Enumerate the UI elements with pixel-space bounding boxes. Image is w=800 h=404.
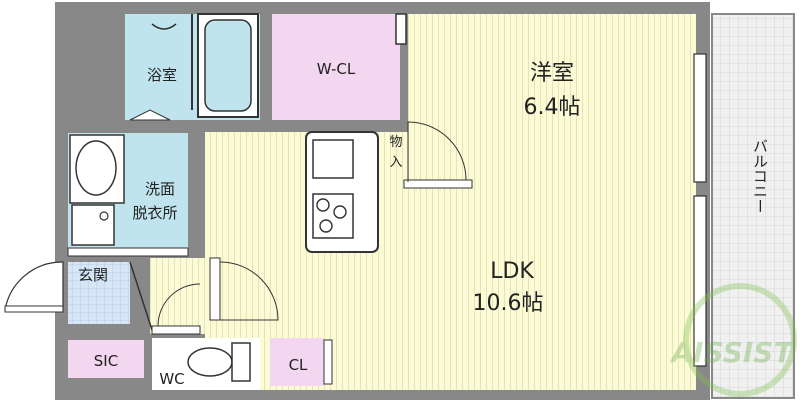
- storage-label-1: 物: [389, 135, 402, 150]
- burner-icon: [333, 205, 347, 219]
- ldk-door: [209, 257, 221, 321]
- storage-label-2: 入: [389, 155, 402, 170]
- toilet-bowl-icon: [187, 347, 233, 377]
- burner-icon: [316, 198, 330, 212]
- storage-door: [403, 179, 473, 189]
- balcony-window-1: [693, 53, 707, 183]
- drain-icon: [99, 211, 109, 221]
- wc-door-swing: [157, 283, 201, 327]
- cl-label: CL: [289, 356, 308, 374]
- balcony-label: バルコニー: [751, 139, 769, 214]
- washroom-label-2: 脱衣所: [132, 204, 177, 222]
- toilet-tank-icon: [231, 342, 251, 382]
- ldk-size: 10.6帖: [473, 291, 544, 316]
- walk-in-closet: [272, 14, 400, 120]
- cl-door: [323, 339, 333, 385]
- western-room-size: 6.4帖: [524, 95, 581, 120]
- step-line: [129, 261, 153, 331]
- watermark-text: AISSIST: [669, 336, 794, 369]
- stove-icon: [312, 193, 354, 239]
- balcony-window-2: [693, 195, 707, 367]
- wc-label: WC: [159, 370, 184, 388]
- western-room-label: 洋室: [530, 61, 574, 86]
- hall-floor: [150, 258, 206, 334]
- burner-icon: [319, 219, 333, 233]
- storage-door-swing: [407, 121, 467, 182]
- ldk-door-swing: [219, 261, 279, 321]
- washing-machine-pan: [71, 204, 115, 246]
- wcl-label: W-CL: [317, 60, 356, 78]
- bathtub-inner: [204, 19, 252, 112]
- balcony: [711, 13, 795, 399]
- entrance-door: [4, 305, 64, 313]
- closet-cl: [270, 338, 324, 386]
- storage-floor: [380, 132, 410, 182]
- kitchen-sink-icon: [312, 139, 354, 179]
- ldk-label: LDK: [490, 259, 534, 284]
- wc-door: [151, 325, 201, 335]
- bath-label: 浴室: [147, 66, 177, 84]
- bath-door: [129, 109, 171, 121]
- washroom-door: [67, 247, 189, 257]
- sink-basin-icon: [75, 140, 117, 196]
- watermark-logo: AISSIST: [669, 283, 797, 397]
- sic-label: SIC: [94, 352, 118, 370]
- entrance-door-swing: [4, 261, 64, 311]
- washroom-label-1: 洗面: [145, 180, 175, 198]
- wcl-door: [395, 13, 407, 45]
- shoe-closet: [68, 340, 144, 378]
- entrance-label: 玄関: [78, 266, 108, 284]
- bath-drain-icon: [151, 23, 177, 30]
- entrance-floor: [68, 262, 130, 324]
